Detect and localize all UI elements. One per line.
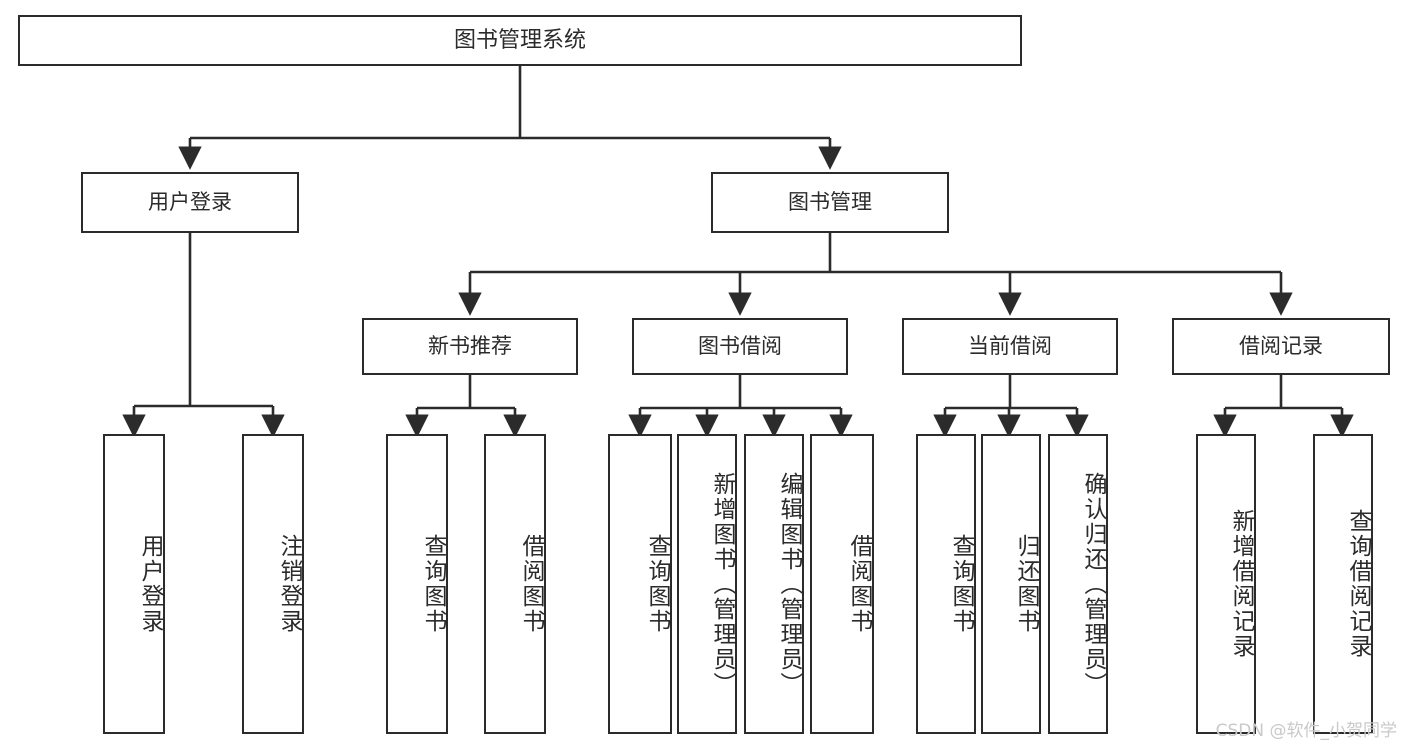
node-user-login[interactable]: 用户登录: [81, 172, 299, 233]
node-leaf-user-login[interactable]: 用户登录: [103, 434, 165, 734]
node-borrow-record[interactable]: 借阅记录: [1172, 318, 1390, 375]
node-borrow-record-label: 借阅记录: [1239, 334, 1323, 359]
csdn-watermark: CSDN @软件_小贺同学: [1215, 721, 1397, 741]
node-leaf-query-book-2-label: 查询图书: [644, 534, 670, 634]
node-leaf-borrow-book-1[interactable]: 借阅图书: [484, 434, 546, 734]
node-leaf-logout-login[interactable]: 注销登录: [242, 434, 304, 734]
node-leaf-user-login-label: 用户登录: [137, 534, 163, 634]
node-leaf-query-book-1[interactable]: 查询图书: [386, 434, 448, 734]
node-user-login-label: 用户登录: [148, 190, 232, 215]
node-leaf-edit-book[interactable]: 编辑图书（管理员）: [744, 434, 804, 734]
node-leaf-borrow-book-2[interactable]: 借阅图书: [810, 434, 874, 734]
node-leaf-add-book[interactable]: 新增图书（管理员）: [677, 434, 737, 734]
node-book-manage[interactable]: 图书管理: [711, 172, 949, 233]
node-leaf-borrow-book-2-label: 借阅图书: [846, 534, 872, 634]
node-leaf-edit-book-label: 编辑图书（管理员）: [776, 471, 802, 697]
node-book-manage-label: 图书管理: [788, 190, 872, 215]
node-leaf-add-borrow-record-label: 新增借阅记录: [1228, 509, 1254, 659]
node-leaf-confirm-return[interactable]: 确认归还（管理员）: [1048, 434, 1108, 734]
node-book-borrow[interactable]: 图书借阅: [632, 318, 848, 375]
node-leaf-query-borrow-record[interactable]: 查询借阅记录: [1313, 434, 1373, 734]
node-current-borrow-label: 当前借阅: [968, 334, 1052, 359]
node-leaf-logout-login-label: 注销登录: [276, 534, 302, 634]
node-leaf-query-book-1-label: 查询图书: [420, 534, 446, 634]
node-leaf-add-borrow-record[interactable]: 新增借阅记录: [1196, 434, 1256, 734]
node-leaf-query-book-3-label: 查询图书: [948, 534, 974, 634]
node-leaf-query-book-3[interactable]: 查询图书: [916, 434, 976, 734]
node-current-borrow[interactable]: 当前借阅: [902, 318, 1118, 375]
node-leaf-query-book-2[interactable]: 查询图书: [608, 434, 672, 734]
node-new-book-recommend[interactable]: 新书推荐: [362, 318, 578, 375]
node-leaf-add-book-label: 新增图书（管理员）: [709, 471, 735, 697]
node-leaf-confirm-return-label: 确认归还（管理员）: [1080, 471, 1106, 697]
node-root-label: 图书管理系统: [453, 27, 586, 53]
node-leaf-query-borrow-record-label: 查询借阅记录: [1345, 509, 1371, 659]
node-book-borrow-label: 图书借阅: [698, 334, 782, 359]
node-leaf-borrow-book-1-label: 借阅图书: [518, 534, 544, 634]
node-new-book-recommend-label: 新书推荐: [428, 334, 512, 359]
node-leaf-return-book[interactable]: 归还图书: [981, 434, 1041, 734]
node-leaf-return-book-label: 归还图书: [1013, 534, 1039, 634]
node-root[interactable]: 图书管理系统: [18, 15, 1022, 66]
